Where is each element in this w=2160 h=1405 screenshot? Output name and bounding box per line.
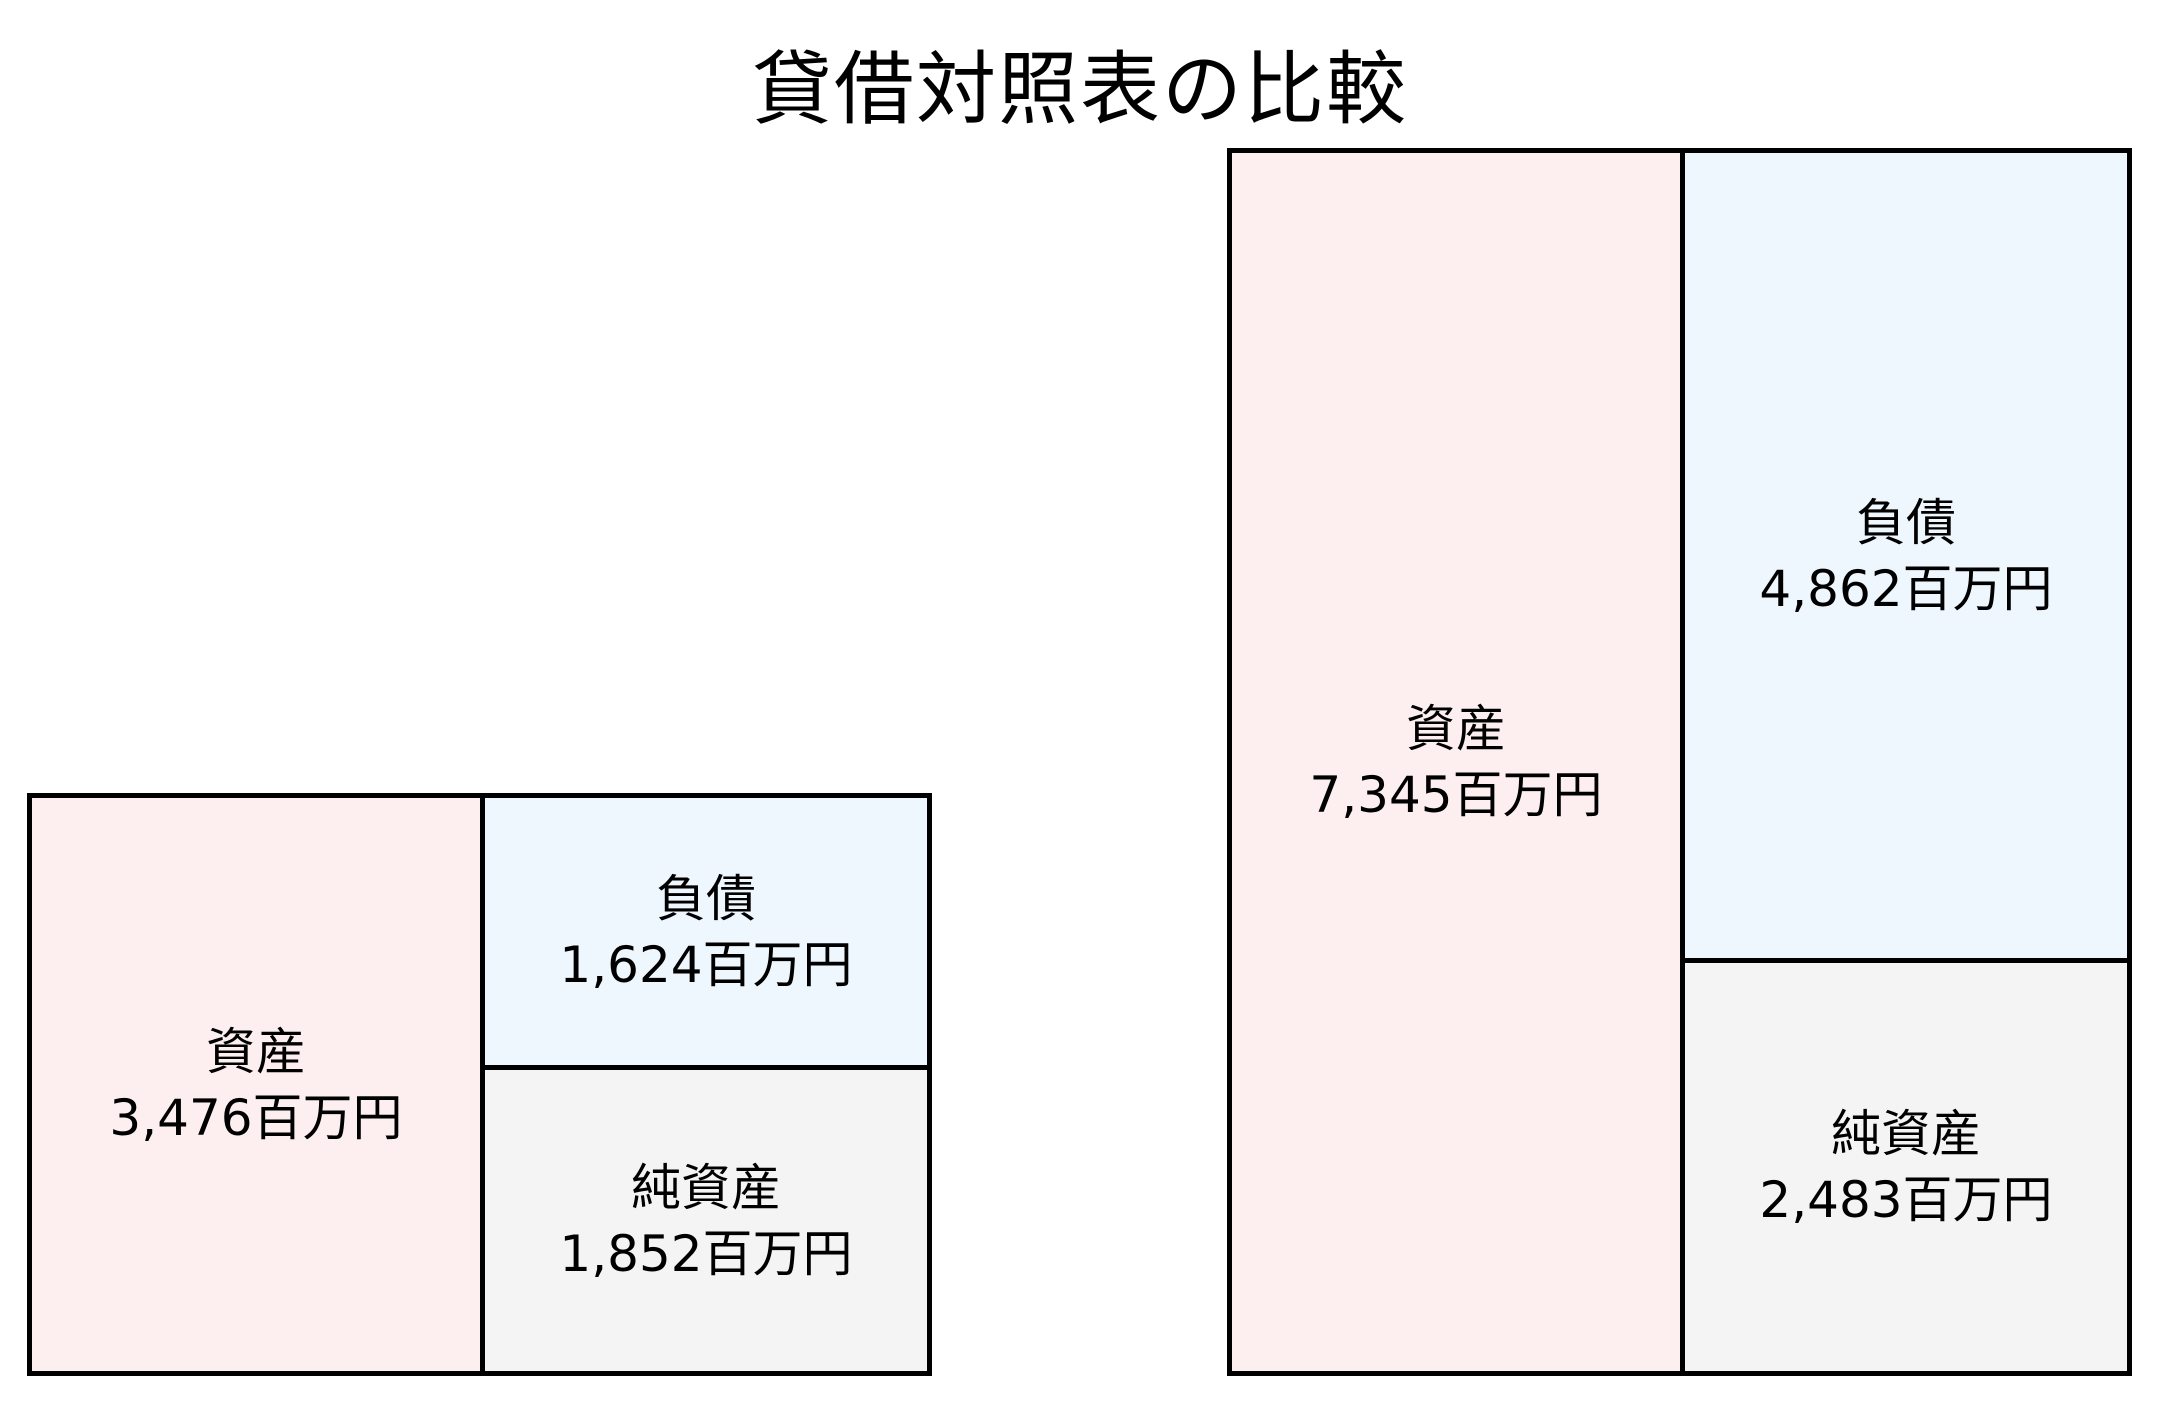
assets-block: 資産 3,476百万円 bbox=[27, 793, 485, 1376]
net-assets-block: 純資産 1,852百万円 bbox=[480, 1065, 932, 1376]
liabilities-label: 負債 bbox=[1856, 493, 1956, 552]
assets-label: 資産 bbox=[206, 1022, 306, 1081]
assets-label: 資産 bbox=[1406, 700, 1506, 758]
chart-title: 貸借対照表の比較 bbox=[752, 43, 1408, 136]
assets-value: 3,476百万円 bbox=[109, 1088, 403, 1147]
assets-value: 7,345百万円 bbox=[1309, 766, 1603, 824]
net-assets-value: 2,483百万円 bbox=[1759, 1171, 2053, 1229]
net-assets-label: 純資産 bbox=[631, 1158, 781, 1217]
liabilities-value: 4,862百万円 bbox=[1759, 559, 2053, 618]
net-assets-block: 純資産 2,483百万円 bbox=[1680, 958, 2132, 1376]
liabilities-block: 負債 1,624百万円 bbox=[480, 793, 932, 1070]
balance-sheet-right: 資産 7,345百万円 負債 4,862百万円 純資産 2,483百万円 bbox=[1227, 148, 2132, 1376]
liabilities-block: 負債 4,862百万円 bbox=[1680, 148, 2132, 963]
assets-block: 資産 7,345百万円 bbox=[1227, 148, 1685, 1376]
net-assets-value: 1,852百万円 bbox=[559, 1224, 853, 1283]
net-assets-label: 純資産 bbox=[1831, 1105, 1981, 1163]
liabilities-value: 1,624百万円 bbox=[559, 935, 853, 994]
liabilities-label: 負債 bbox=[656, 869, 756, 928]
balance-sheet-left: 資産 3,476百万円 負債 1,624百万円 純資産 1,852百万円 bbox=[27, 793, 932, 1376]
